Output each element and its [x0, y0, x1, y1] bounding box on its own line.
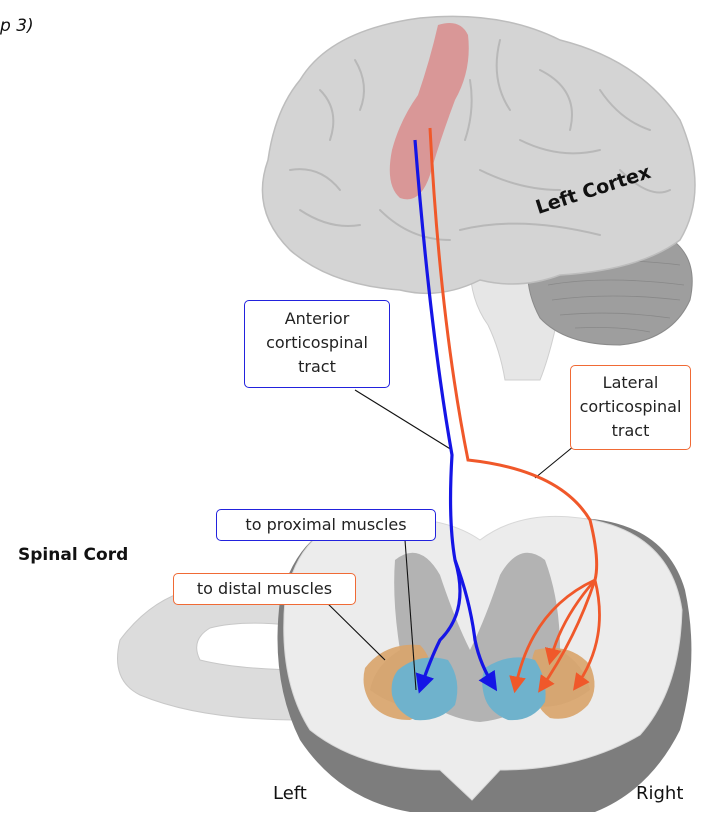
cerebrum — [262, 16, 695, 293]
callout-lateral-line-2: corticospinal — [571, 395, 690, 419]
callout-lateral-tract: Lateral corticospinal tract — [570, 365, 691, 450]
label-right: Right — [636, 783, 683, 804]
callout-lateral-line-1: Lateral — [571, 371, 690, 395]
callout-anterior-line-3: tract — [245, 355, 389, 379]
label-spinal-cord: Spinal Cord — [18, 545, 128, 565]
callout-anterior-line-1: Anterior — [245, 307, 389, 331]
spinal-cord — [118, 516, 692, 812]
callout-anterior-line-2: corticospinal — [245, 331, 389, 355]
label-left: Left — [273, 783, 307, 804]
callout-proximal-muscles: to proximal muscles — [216, 509, 436, 541]
callout-distal-muscles: to distal muscles — [173, 573, 356, 605]
callout-lateral-line-3: tract — [571, 419, 690, 443]
figure-number-fragment: p 3) — [0, 16, 34, 36]
callout-anterior-tract: Anterior corticospinal tract — [244, 300, 390, 388]
